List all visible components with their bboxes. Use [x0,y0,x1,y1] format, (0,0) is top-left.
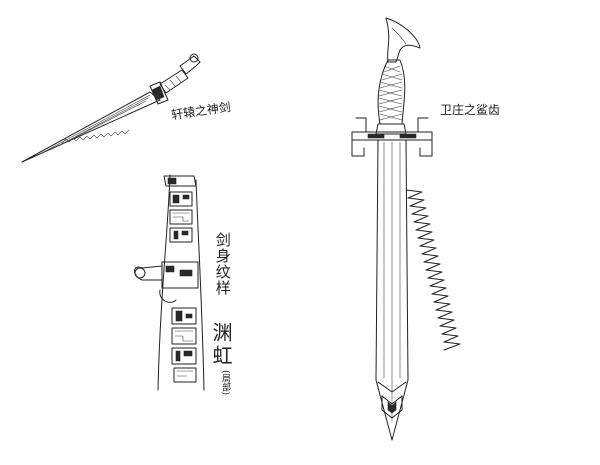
large-sword-drawing [351,17,461,441]
large-sword-caption: 卫庄之鲨齿 [440,103,501,117]
detail-note: (局部) [220,370,230,396]
hilt-detail-drawing [134,174,205,391]
small-sword-drawing [21,53,201,163]
detail-caption: 剑身纹样 [213,232,232,296]
detail-side-text: 渊虹 [209,322,233,368]
